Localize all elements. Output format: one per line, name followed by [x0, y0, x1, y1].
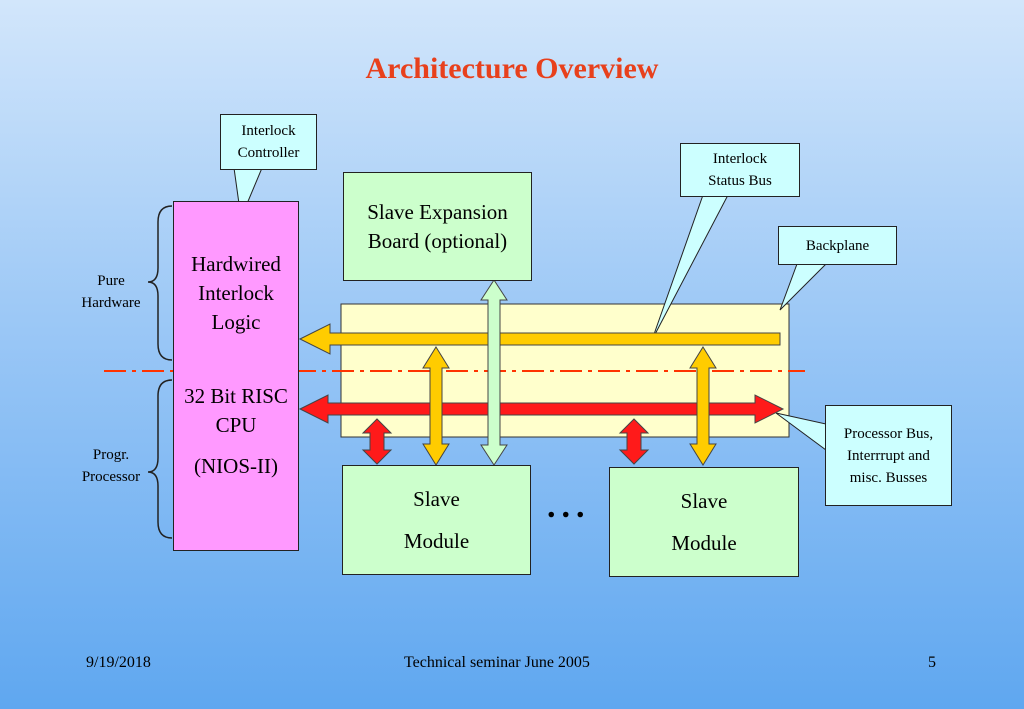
slave-module-1-line1: Slave	[413, 486, 460, 511]
slave1-bus-arrow	[361, 418, 393, 465]
slide-title: Architecture Overview	[365, 52, 659, 85]
hardwired-interlock-logic-text: Hardwired Interlock Logic	[191, 252, 281, 334]
slave-module-1-line2: Module	[403, 528, 470, 553]
backplane-label: Backplane	[805, 237, 870, 254]
pure-hardware-brace	[147, 205, 173, 361]
processor-bus-callout: Processor Bus, Interrrupt and misc. Buss…	[825, 405, 952, 506]
processor-bus-arrow	[298, 394, 785, 424]
risc-cpu-text: 32 Bit RISC CPU	[184, 384, 288, 437]
slave-expansion-board: Slave Expansion Board (optional)	[343, 172, 532, 281]
backplane-callout: Backplane	[778, 226, 897, 265]
footer-center-text: Technical seminar June 2005	[404, 654, 590, 671]
slave2-bus-arrow	[618, 418, 650, 465]
processor-bus-label: Processor Bus, Interrrupt and misc. Buss…	[843, 425, 934, 486]
slave2-status-arrow	[689, 346, 717, 466]
interlock-controller-label: Interlock Controller	[237, 123, 300, 161]
interlock-status-bus-callout: Interlock Status Bus	[680, 143, 800, 197]
pure-hardware-label: Pure Hardware	[81, 273, 141, 311]
interlock-status-bus-arrow	[298, 323, 781, 355]
interlock-controller-callout: Interlock Controller	[220, 114, 317, 170]
more-modules-ellipsis: ...	[547, 488, 591, 525]
slave-module-2-line2: Module	[671, 530, 737, 555]
slave-module-2: Slave Module	[609, 467, 799, 577]
footer-date: 9/19/2018	[86, 654, 151, 671]
nios-text: (NIOS-II)	[194, 454, 278, 478]
progr-processor-label: Progr. Processor	[81, 447, 141, 485]
slave-module-1: Slave Module	[342, 465, 531, 575]
footer-page-number: 5	[928, 654, 936, 671]
slave-expansion-board-text: Slave Expansion Board (optional)	[367, 199, 508, 253]
progr-processor-brace	[147, 379, 173, 539]
cpu-block: Hardwired Interlock Logic 32 Bit RISC CP…	[173, 201, 299, 551]
interlock-status-bus-label: Interlock Status Bus	[708, 151, 772, 189]
slave-module-2-line1: Slave	[680, 488, 728, 513]
backplane-pointer	[779, 263, 828, 311]
